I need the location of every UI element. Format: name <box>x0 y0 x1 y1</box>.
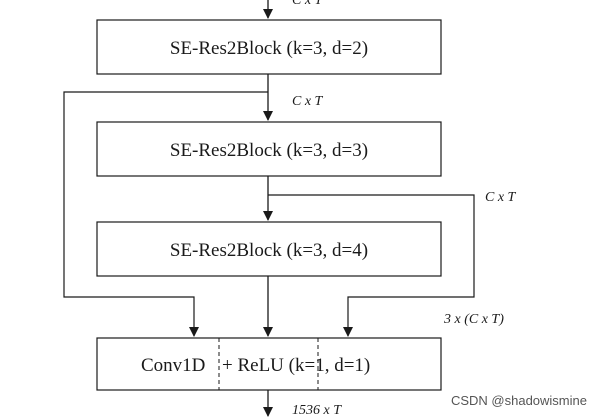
dim-label-top: C x T <box>292 0 324 8</box>
dim-label-after-d2: C x T <box>292 94 324 109</box>
skip-connection-d2 <box>63 91 268 337</box>
se-res2block-d3-label: SE-Res2Block (k=3, d=3) <box>170 140 368 161</box>
se-res2block-d2-label: SE-Res2Block (k=3, d=2) <box>170 38 368 59</box>
relu-label: + ReLU (k=1, d=1) <box>222 355 370 376</box>
se-res2block-d4-label: SE-Res2Block (k=3, d=4) <box>170 240 368 261</box>
conv1d-label: Conv1D <box>141 355 205 376</box>
se-res2block-d4: SE-Res2Block (k=3, d=4) <box>96 221 442 277</box>
dim-label-output: 1536 x T <box>292 403 342 418</box>
dim-label-concat: 3 x (C x T) <box>443 312 504 327</box>
watermark: CSDN @shadowismine <box>451 393 587 408</box>
conv1d-relu-block: Conv1D + ReLU (k=1, d=1) <box>96 337 442 391</box>
se-res2block-d3: SE-Res2Block (k=3, d=3) <box>96 121 442 177</box>
dim-label-after-d3: C x T <box>485 190 517 205</box>
se-res2block-d2: SE-Res2Block (k=3, d=2) <box>96 19 442 75</box>
skip-connection-d3 <box>268 194 475 337</box>
